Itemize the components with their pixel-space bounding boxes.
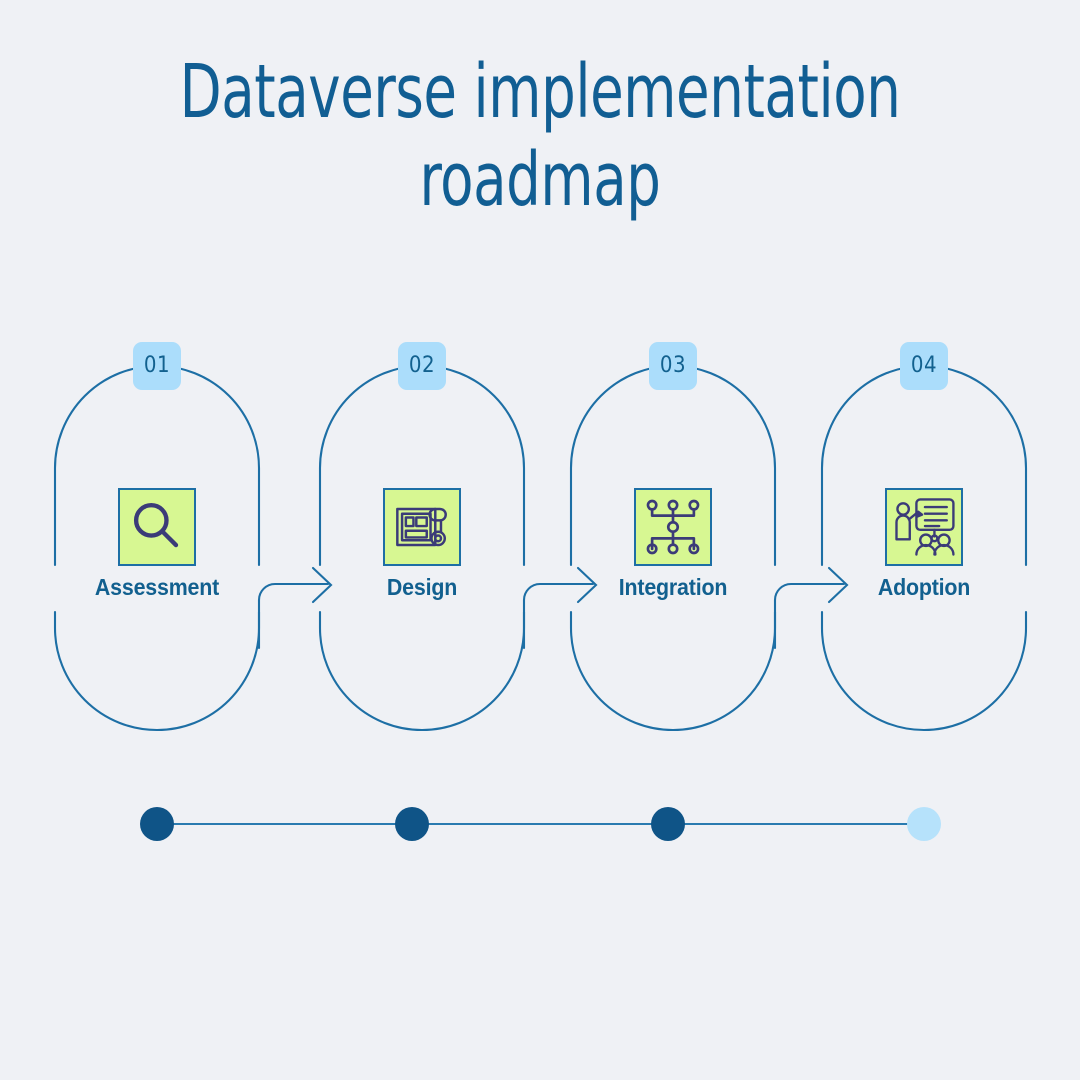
progress-dot-02 <box>395 807 429 841</box>
stage-icon-tile-03[interactable] <box>634 488 712 566</box>
progress-dot-03 <box>651 807 685 841</box>
progress-dot-04 <box>907 807 941 841</box>
stage-icon-tile-01[interactable] <box>118 488 196 566</box>
stage-label-02: Design <box>386 574 458 600</box>
stage-badge-02[interactable]: 02 <box>398 342 446 390</box>
page-title: Dataverse implementation roadmap <box>179 49 901 223</box>
stage-badge-03[interactable]: 03 <box>649 342 697 390</box>
network-nodes-icon <box>646 499 700 555</box>
training-presentation-icon <box>895 498 955 556</box>
stage-label-03: Integration <box>618 574 728 600</box>
blueprint-icon <box>396 507 447 547</box>
connector-arrow-01-02 <box>257 566 333 650</box>
stage-badge-04[interactable]: 04 <box>900 342 948 390</box>
stage-badge-01[interactable]: 01 <box>133 342 181 390</box>
stage-icon-tile-02[interactable] <box>383 488 461 566</box>
stage-label-04: Adoption <box>877 574 971 600</box>
connector-arrow-03-04 <box>773 566 849 650</box>
magnifier-icon <box>133 502 179 548</box>
stage-label-01: Assessment <box>94 574 220 600</box>
connector-arrow-02-03 <box>522 566 598 650</box>
progress-dot-01 <box>140 807 174 841</box>
progress-track <box>0 800 1080 860</box>
stage-icon-tile-04[interactable] <box>885 488 963 566</box>
